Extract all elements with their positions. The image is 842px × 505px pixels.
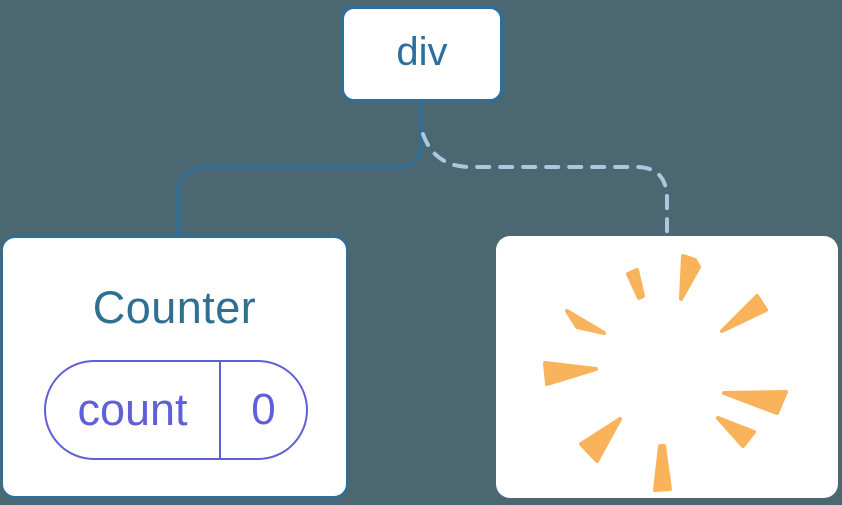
counter-node-card: Counter count 0 — [1, 236, 348, 498]
root-node-div: div — [341, 6, 503, 102]
state-pill: count 0 — [44, 360, 308, 460]
state-pill-value: 0 — [251, 385, 276, 434]
root-node-label: div — [396, 30, 448, 74]
dashed-connector-to-removed — [421, 132, 669, 240]
counter-node-title: Counter — [92, 282, 257, 333]
poof-explosion-icon — [543, 254, 788, 492]
removed-node-card — [496, 236, 838, 498]
state-pill-key-label: count — [46, 362, 221, 458]
solid-connector-to-counter — [176, 103, 423, 238]
